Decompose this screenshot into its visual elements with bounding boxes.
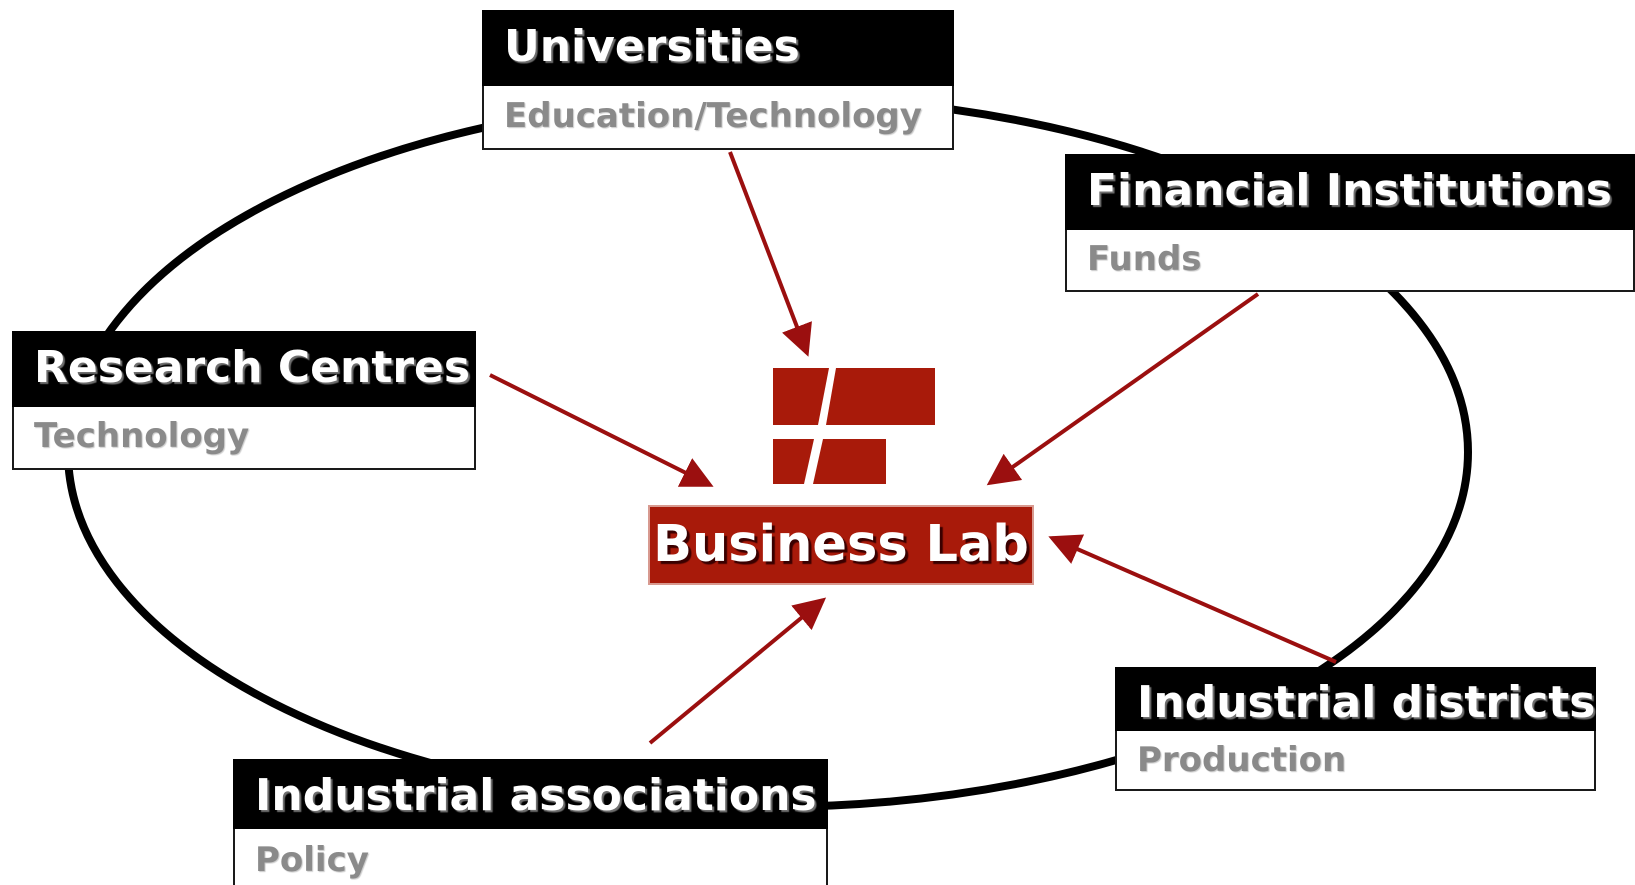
- node-research-centres-subtitle: Technology: [12, 407, 476, 470]
- node-financial-institutions: Financial Institutions Funds: [1065, 154, 1635, 292]
- arrow-financial-institutions-to-business-lab: [986, 292, 1260, 486]
- arrow-industrial-districts-to-business-lab: [1048, 534, 1337, 664]
- business-lab-label: Business Lab: [648, 505, 1034, 585]
- node-universities: Universities Education/Technology: [482, 10, 954, 150]
- node-financial-institutions-title: Financial Institutions: [1065, 154, 1635, 230]
- node-universities-title: Universities: [482, 10, 954, 86]
- business-lab-logo: [773, 368, 935, 484]
- node-research-centres: Research Centres Technology: [12, 331, 476, 470]
- node-industrial-associations-subtitle: Policy: [233, 829, 828, 885]
- arrow-universities-to-business-lab: [728, 151, 812, 357]
- arrow-industrial-associations-to-business-lab: [648, 597, 827, 745]
- node-universities-subtitle: Education/Technology: [482, 86, 954, 150]
- node-industrial-districts: Industrial districts Production: [1115, 667, 1596, 791]
- arrow-research-centres-to-business-lab: [489, 373, 714, 487]
- node-industrial-associations: Industrial associations Policy: [233, 759, 828, 885]
- node-industrial-districts-subtitle: Production: [1115, 731, 1596, 791]
- node-industrial-districts-title: Industrial districts: [1115, 667, 1596, 731]
- node-financial-institutions-subtitle: Funds: [1065, 230, 1635, 292]
- node-industrial-associations-title: Industrial associations: [233, 759, 828, 829]
- node-research-centres-title: Research Centres: [12, 331, 476, 407]
